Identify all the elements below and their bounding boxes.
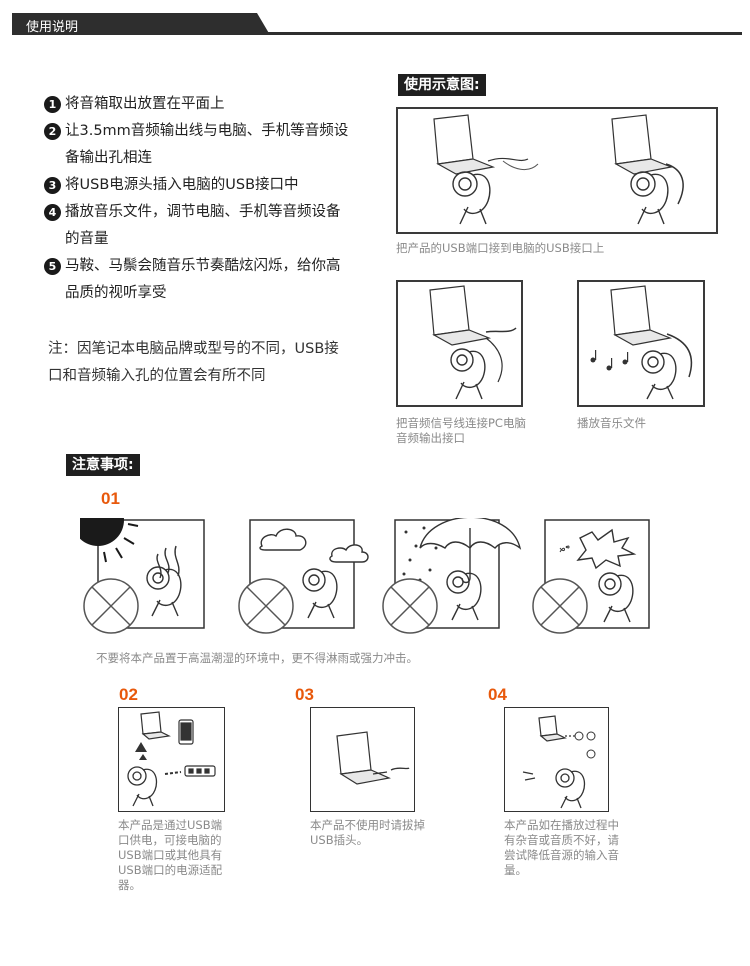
caption-audio: 把音频信号线连接PC电脑音频输出接口: [396, 416, 526, 445]
step-text: 马鞍、马鬃会随音乐节奏酷炫闪烁，给你高品质的视听享受: [65, 258, 341, 301]
compatibility-note: 注：因笔记本电脑品牌或型号的不同，USB接口和音频输入孔的位置会有所不同: [48, 341, 339, 384]
power-strip-icon: [184, 765, 216, 777]
horse-speaker-icon: [302, 568, 338, 619]
laptop-icon: [140, 711, 171, 740]
prohibited-x-icon: [83, 578, 139, 634]
step-5: 5 马鞍、马鬃会随音乐节奏酷炫闪烁，给你高品质的视听享受: [44, 253, 354, 307]
caption-usb: 把产品的USB端口接到电脑的USB接口上: [396, 241, 605, 255]
diagram-label: 使用示意图:: [398, 74, 486, 96]
caution-number-04: 04: [488, 685, 507, 704]
caution-number-03: 03: [295, 685, 314, 704]
horse-speaker-icon: [630, 171, 669, 225]
horse-speaker-icon: [146, 566, 182, 617]
step-number: 3: [44, 177, 61, 194]
caution-number-01: 01: [101, 489, 120, 508]
caution-caption-02: 本产品是通过USB端口供电，可接电脑的USB端口或其他具有USB端口的电源适配器…: [118, 818, 223, 892]
step-4: 4 播放音乐文件，调节电脑、手机等音频设备的音量: [44, 199, 354, 253]
header-rule: [12, 32, 742, 35]
music-note-icon: [590, 350, 629, 371]
horse-speaker-icon: [598, 572, 634, 623]
header-title: 使用说明: [26, 20, 79, 35]
step-3: 3 将USB电源头插入电脑的USB接口中: [44, 172, 354, 199]
step-text: 播放音乐文件，调节电脑、手机等音频设备的音量: [65, 204, 341, 247]
diagram-audio-connect: [396, 280, 523, 407]
caution-03-illustration: [310, 707, 415, 812]
laptop-icon: [611, 114, 674, 175]
instruction-steps: 1 将音箱取出放置在平面上 2 让3.5mm音频输出线与电脑、手机等音频设备输出…: [44, 91, 354, 307]
horse-speaker-icon: [452, 171, 491, 225]
horse-speaker-icon: [446, 570, 482, 621]
caution-number-02: 02: [119, 685, 138, 704]
caution-04-illustration: [504, 707, 609, 812]
laptop-icon: [538, 715, 567, 742]
prohibited-x-icon: [532, 578, 588, 634]
caution-caption-03: 本产品不使用时请拔掉USB插头。: [310, 818, 425, 847]
prohibited-x-icon: [382, 578, 438, 634]
caution-caption-04: 本产品如在播放过程中有杂音或音质不好，请尝试降低音源的输入音量。: [504, 818, 619, 877]
caution-caption-01: 不要将本产品置于高温潮湿的环境中，更不得淋雨或强力冲击。: [96, 651, 418, 665]
phone-icon: [178, 719, 194, 745]
header-tab: 使用说明: [12, 13, 270, 35]
step-number: 1: [44, 96, 61, 113]
caution-02-illustration: [118, 707, 225, 812]
caution-01-illustrations: [80, 518, 650, 634]
prohibited-x-icon: [238, 578, 294, 634]
step-1: 1 将音箱取出放置在平面上: [44, 91, 354, 118]
horse-speaker-icon: [555, 768, 586, 809]
caption-play: 播放音乐文件: [577, 416, 646, 430]
step-number: 5: [44, 258, 61, 275]
step-text: 将音箱取出放置在平面上: [65, 96, 225, 112]
step-text: 将USB电源头插入电脑的USB接口中: [65, 177, 299, 193]
step-text: 让3.5mm音频输出线与电脑、手机等音频设备输出孔相连: [65, 123, 349, 166]
cloud-icon: [259, 528, 369, 563]
cautions-label: 注意事项:: [66, 454, 140, 476]
step-number: 4: [44, 204, 61, 221]
horse-speaker-icon: [127, 766, 158, 807]
diagram-play-music: [577, 280, 705, 407]
laptop-icon: [433, 114, 496, 175]
step-2: 2 让3.5mm音频输出线与电脑、手机等音频设备输出孔相连: [44, 118, 354, 172]
laptop-icon: [610, 285, 673, 346]
laptop-icon: [429, 285, 492, 346]
diagram-usb-connect: [396, 107, 718, 234]
horse-speaker-icon: [641, 350, 677, 400]
laptop-icon: [336, 731, 392, 785]
horse-speaker-icon: [450, 348, 486, 400]
impact-burst-icon: [576, 528, 637, 570]
step-number: 2: [44, 123, 61, 140]
sun-icon: [80, 518, 139, 563]
